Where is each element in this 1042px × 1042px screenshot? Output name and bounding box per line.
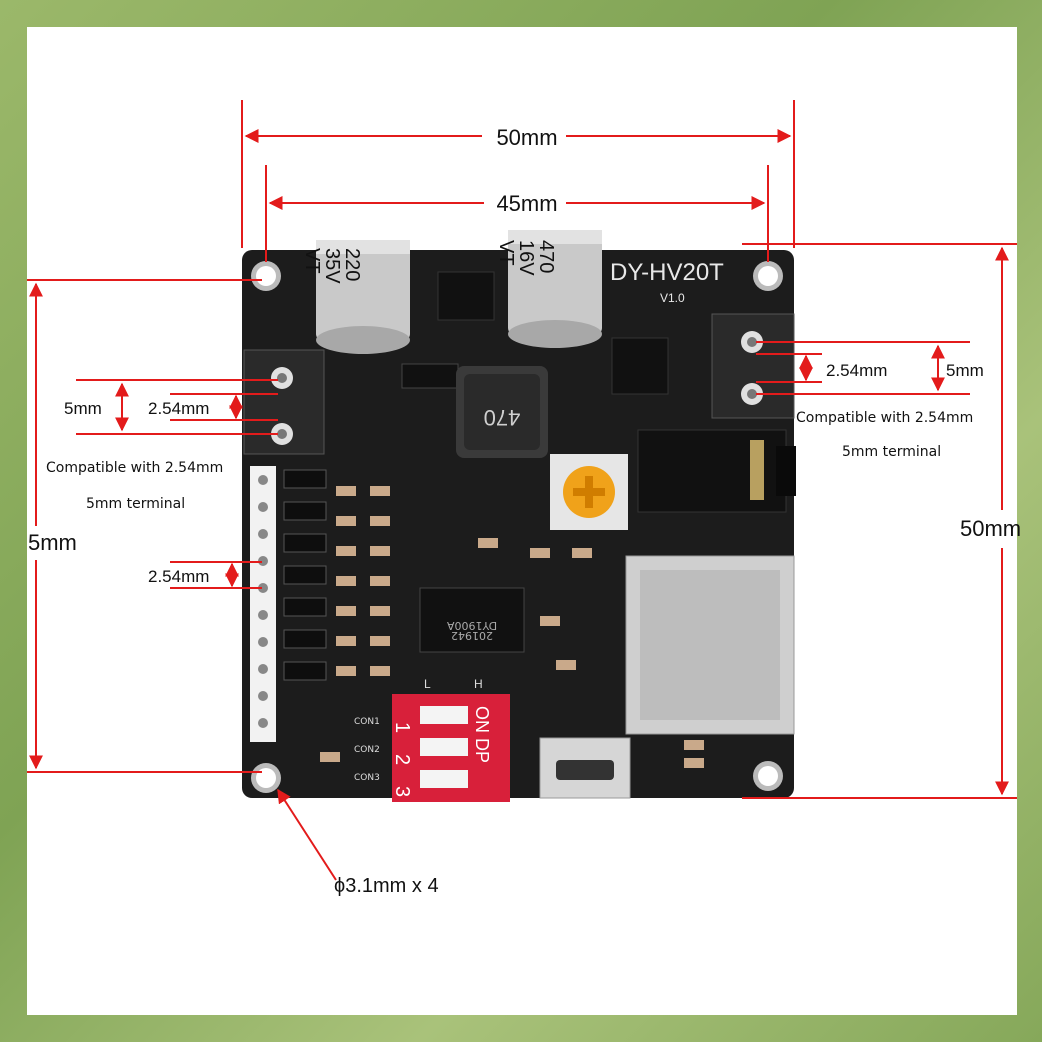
left-terminal-note-2: 5mm terminal [86, 496, 185, 512]
capacitor-470uf [508, 230, 602, 348]
dip-switch [392, 694, 510, 802]
left-terminal-pitch-label: 5mm [64, 399, 102, 418]
right-terminal-pin-label: 2.54mm [826, 361, 887, 380]
main-chip [419, 587, 525, 653]
cap2-value: 470 [535, 240, 557, 273]
switch-on-label: ON DP [472, 706, 492, 763]
board-model: DY-HV20T [610, 259, 724, 286]
con3-label: CON3 [354, 773, 380, 783]
cap1-voltage: 35V [321, 248, 343, 284]
sd-card-slot [625, 555, 795, 735]
right-terminal-block [711, 313, 795, 419]
switch-num-2: 2 [391, 754, 413, 765]
pcb-board: 220 35V VT 470 16V VT DY-HV20T V1.0 470 [242, 230, 796, 802]
board-version: V1.0 [660, 291, 685, 305]
con2-label: CON2 [354, 745, 380, 755]
diode-array [283, 469, 327, 681]
capacitor-220uf [316, 240, 410, 354]
mount-hole [753, 761, 783, 791]
audio-jack [637, 429, 796, 513]
pin-header [250, 466, 276, 742]
width-outer-label: 50mm [496, 125, 557, 150]
right-terminal-pitch-label: 5mm [946, 361, 984, 380]
resistor-array [320, 486, 704, 768]
width-inner-label: 45mm [496, 191, 557, 216]
potentiometer [550, 454, 628, 530]
dimension-lines [27, 100, 1017, 881]
ic-right [611, 337, 669, 395]
cap2-voltage: 16V [515, 240, 537, 276]
mount-hole [251, 261, 281, 291]
left-terminal-pin-label: 2.54mm [148, 399, 209, 418]
left-terminal-note-1: Compatible with 2.54mm [46, 460, 223, 476]
right-terminal-note-1: Compatible with 2.54mm [796, 410, 973, 426]
inductor-value: 470 [484, 405, 521, 430]
height-left-label: 5mm [28, 530, 77, 555]
diode [401, 363, 459, 389]
con1-label: CON1 [354, 717, 380, 727]
mount-hole [753, 261, 783, 291]
chip-name: DY1900A [446, 619, 497, 632]
chip-date: 201942 [451, 629, 493, 642]
micro-usb-port [539, 737, 631, 799]
header-pitch-label: 2.54mm [148, 567, 209, 586]
inductor [456, 366, 548, 458]
switch-low: L [424, 677, 431, 691]
switch-num-1: 1 [391, 722, 413, 733]
cap1-brand: VT [301, 248, 323, 274]
ic-top [437, 271, 495, 321]
mount-hole [251, 763, 281, 793]
hole-size-label: ϕ3.1mm x 4 [334, 875, 439, 897]
right-terminal-note-2: 5mm terminal [842, 444, 941, 460]
height-right-label: 50mm [960, 516, 1021, 541]
cap1-value: 220 [341, 248, 363, 281]
switch-high: H [474, 677, 483, 691]
left-terminal-block [243, 349, 325, 455]
switch-num-3: 3 [391, 786, 413, 797]
cap2-brand: VT [495, 240, 517, 266]
